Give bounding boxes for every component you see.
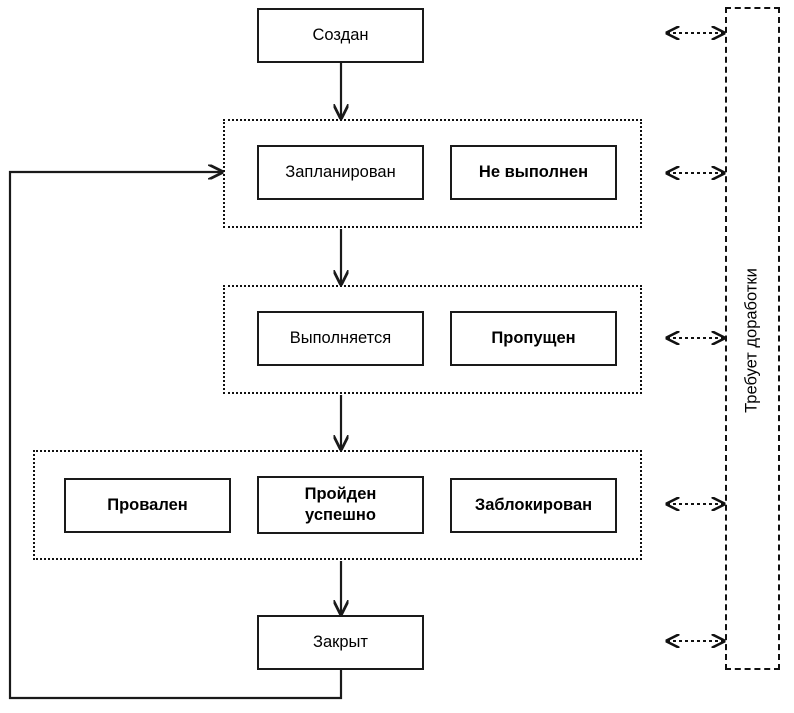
state-blocked[interactable]: Заблокирован [450,478,617,533]
state-closed[interactable]: Закрыт [257,615,424,670]
state-planned[interactable]: Запланирован [257,145,424,200]
rework-label: Требует доработки [742,268,761,413]
state-skipped[interactable]: Пропущен [450,311,617,366]
state-failed[interactable]: Провален [64,478,231,533]
state-created[interactable]: Создан [257,8,424,63]
state-in-progress[interactable]: Выполняется [257,311,424,366]
rework-container [725,7,780,670]
state-not-executed[interactable]: Не выполнен [450,145,617,200]
state-passed[interactable]: Пройден успешно [257,476,424,534]
